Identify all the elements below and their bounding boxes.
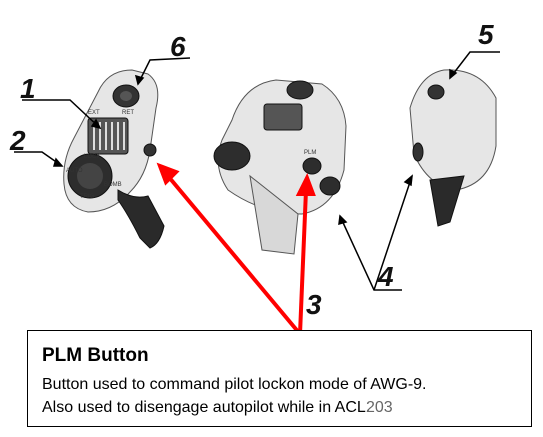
callout-3: 3 [306, 289, 322, 320]
callout-6: 6 [170, 31, 186, 62]
left-grip-illustration: EXT RET AUTO BOMB TRIG LOCK [63, 69, 165, 249]
caption-title: PLM Button [42, 345, 149, 366]
caption-line-1: Button used to command pilot lockon mode… [42, 376, 427, 393]
center-grip-illustration: PLM [213, 79, 347, 255]
red-arrows-3 [156, 162, 316, 336]
plm-button [302, 157, 322, 175]
callout-4: 4 [377, 261, 394, 292]
leader-lines [14, 51, 500, 291]
right-grip-illustration [409, 69, 497, 227]
red-arrowhead-left [156, 162, 180, 186]
caption-line-2: Also used to disengage autopilot while i… [42, 399, 371, 416]
ext-label: EXT [88, 110, 100, 116]
callout-2: 2 [9, 125, 26, 156]
caption-box: PLM Button Button used to command pilot … [27, 330, 532, 427]
red-arrowhead-center [295, 173, 316, 196]
leader-1 [22, 99, 101, 129]
auto-label: AUTO [66, 168, 83, 174]
leader-4b [373, 175, 413, 291]
red-arrow-left [166, 174, 302, 336]
bomb-label: BOMB [104, 182, 122, 188]
trig-label: TRIG [80, 194, 95, 200]
leader-6 [137, 57, 191, 85]
callout-1: 1 [20, 73, 36, 104]
leader-5 [449, 51, 500, 79]
page-number: 203 [366, 399, 393, 416]
ret-label: RET [122, 110, 134, 116]
plm-label: PLM [304, 150, 316, 156]
red-arrow-center [298, 189, 308, 335]
callout-5: 5 [478, 19, 494, 50]
lock-label: LOCK [84, 154, 100, 160]
